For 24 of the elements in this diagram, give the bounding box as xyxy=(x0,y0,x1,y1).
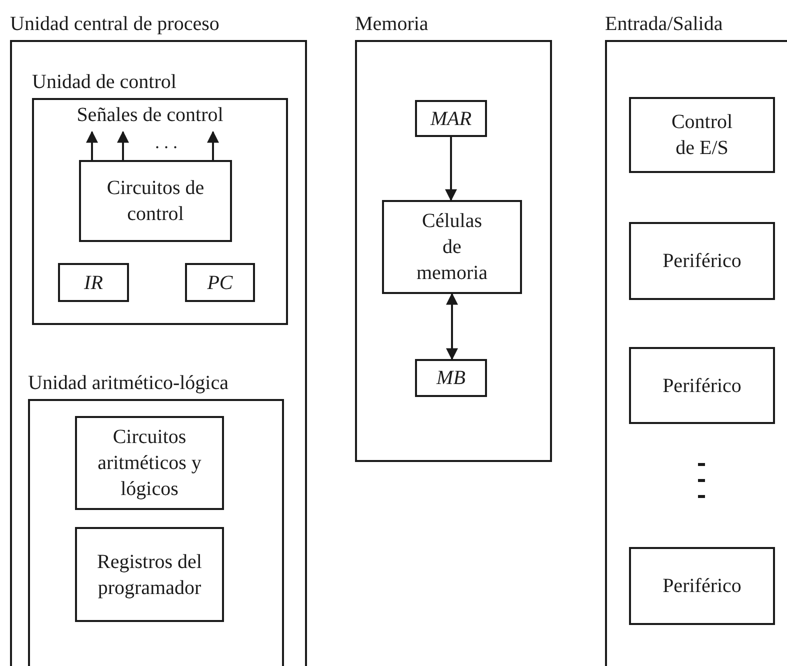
arrow xyxy=(446,292,458,360)
process-box: Periférico xyxy=(629,222,775,300)
arrow xyxy=(86,130,98,160)
unit-title: Entrada/Salida xyxy=(605,13,723,36)
unit-title: Memoria xyxy=(355,13,428,36)
register-box: MAR xyxy=(415,100,487,137)
register-box: PC xyxy=(185,263,255,302)
process-box: Periférico xyxy=(629,547,775,625)
register-box: IR xyxy=(58,263,129,302)
process-box: Control de E/S xyxy=(629,97,775,173)
signal-label: Señales de control xyxy=(70,104,230,132)
process-box: Circuitos de control xyxy=(79,160,232,242)
process-box: Registros del programador xyxy=(75,527,224,622)
process-box: Células de memoria xyxy=(382,200,522,294)
unit-title: Unidad de control xyxy=(32,71,176,94)
unit-title: Unidad central de proceso xyxy=(10,13,220,36)
arrow xyxy=(207,130,219,160)
arrow xyxy=(117,130,129,160)
ellipsis-text: . . . xyxy=(155,132,178,153)
arrow xyxy=(445,137,457,202)
register-box: MB xyxy=(415,359,487,397)
process-box: Periférico xyxy=(629,347,775,424)
unit-title: Unidad aritmético-lógica xyxy=(28,372,228,395)
process-box: Circuitos aritméticos y lógicos xyxy=(75,416,224,510)
